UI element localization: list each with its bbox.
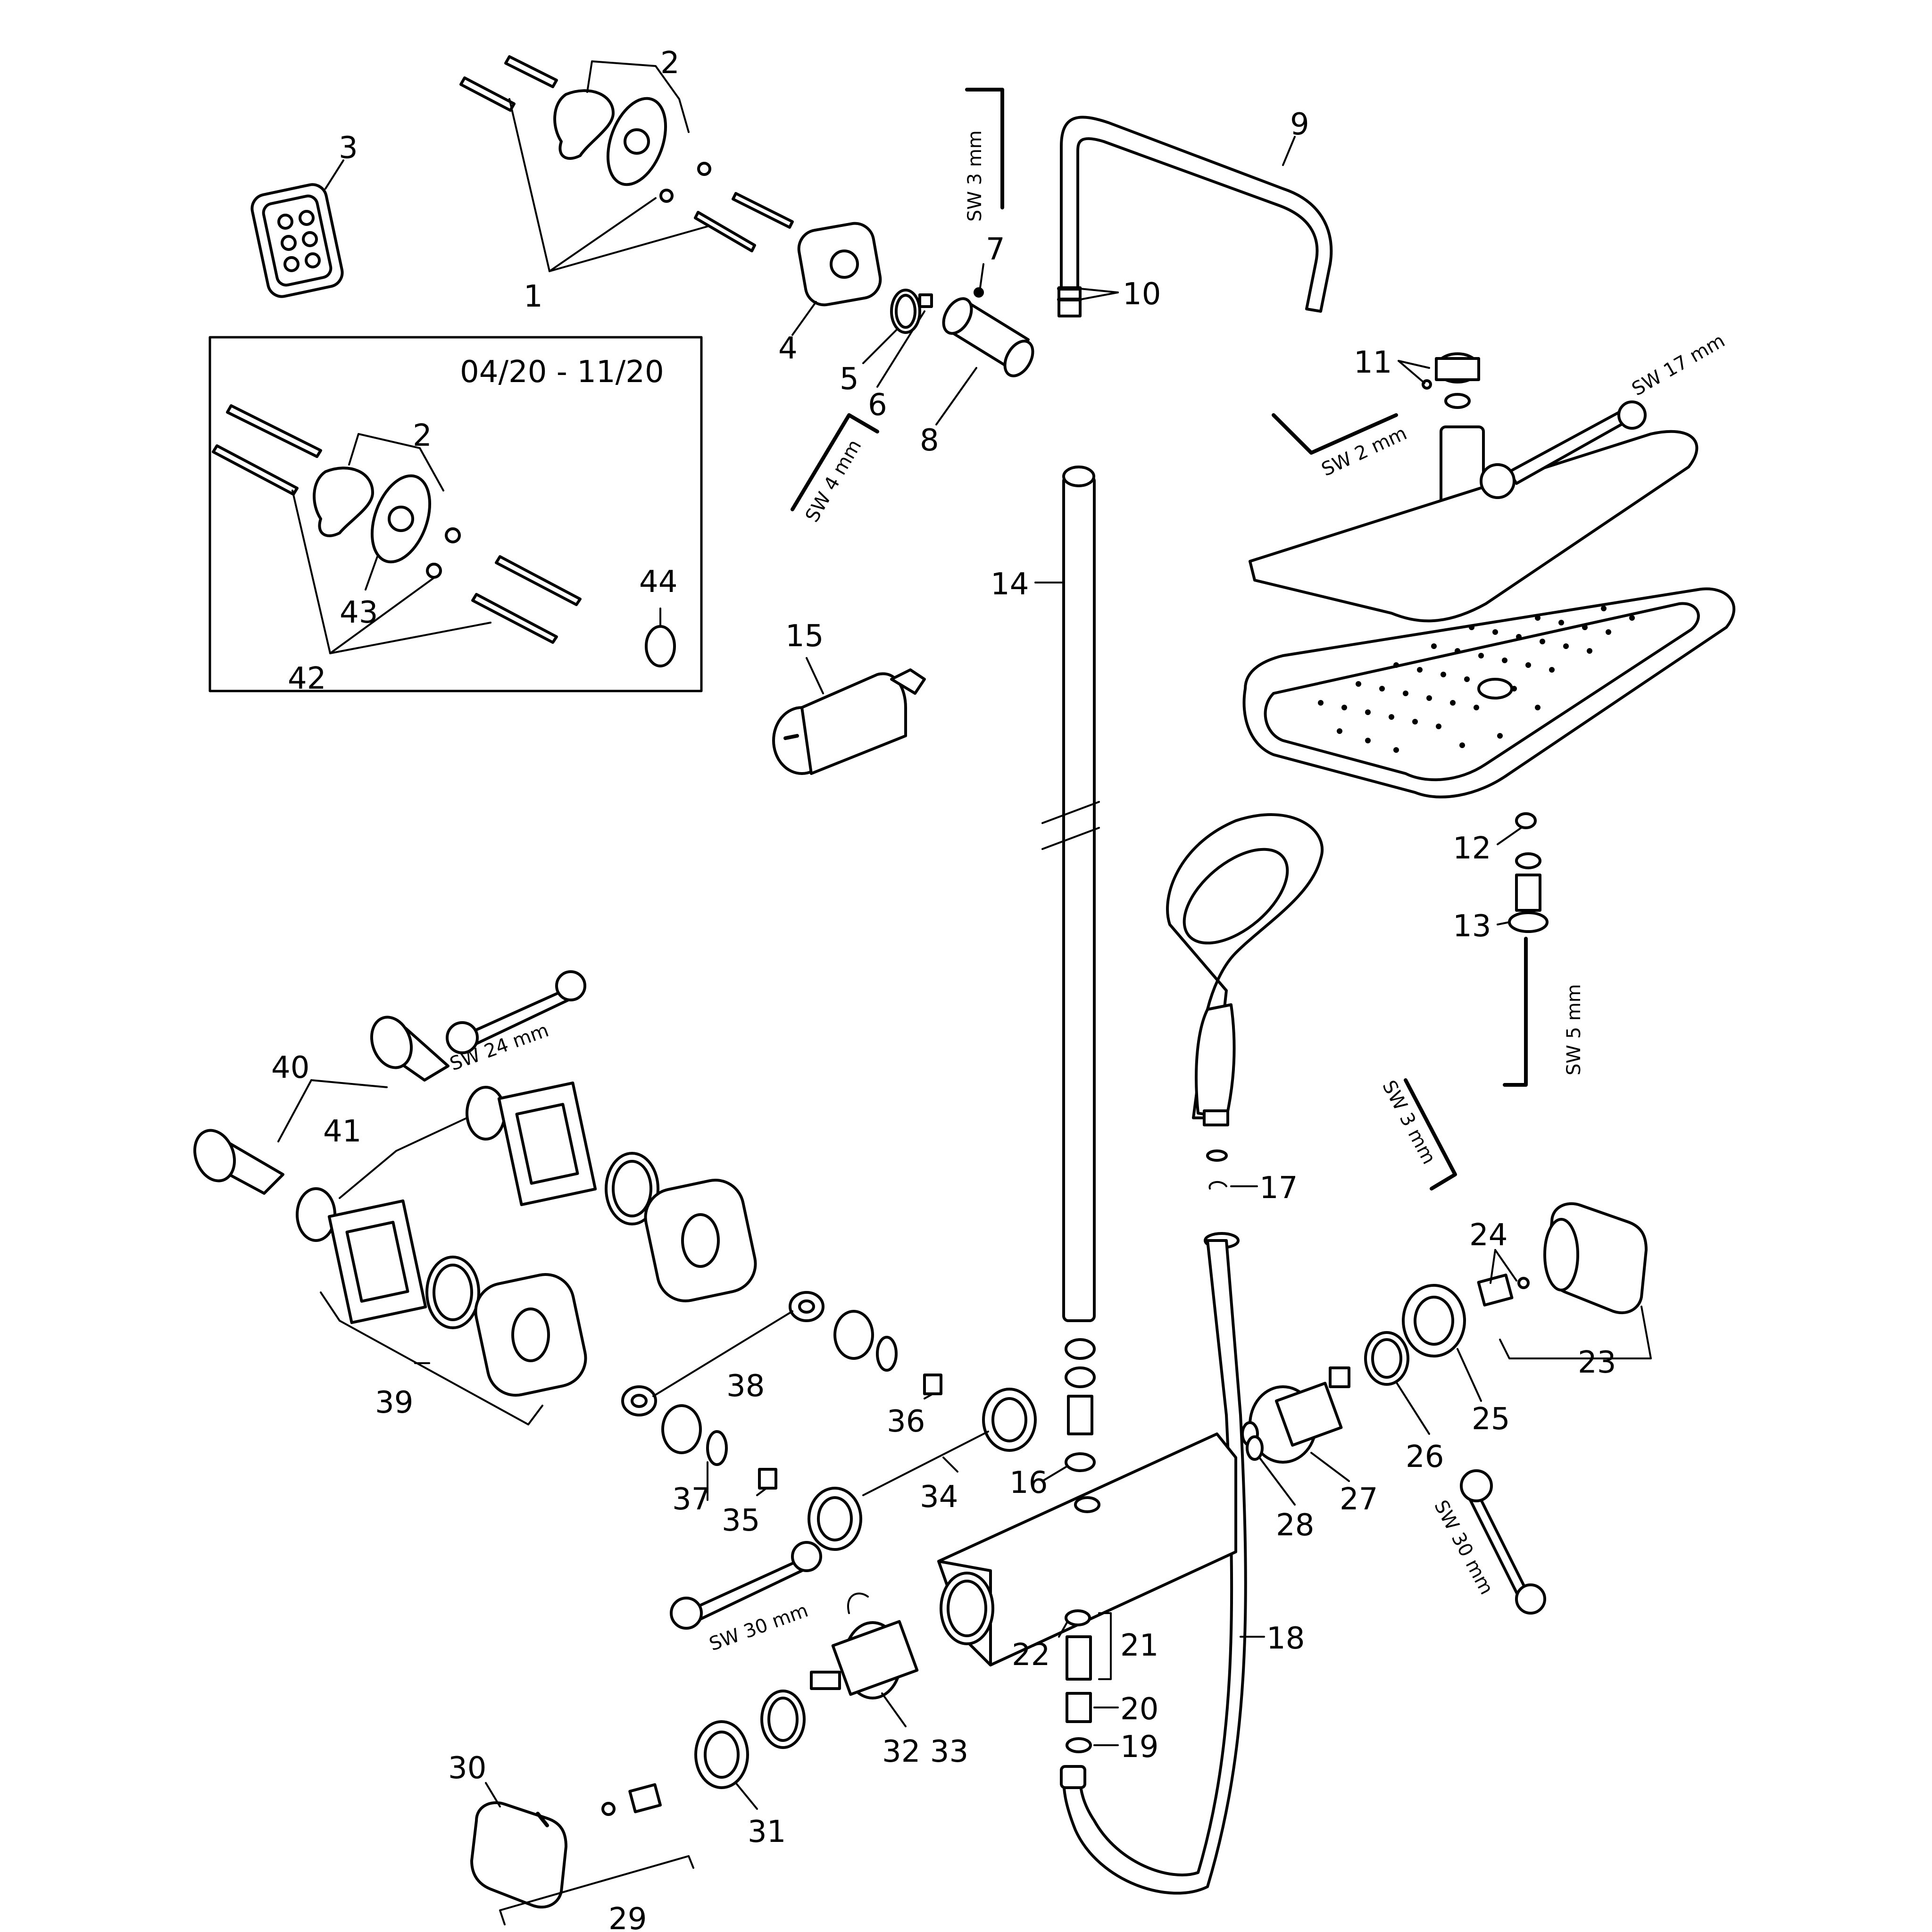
part-39-cover-sets — [327, 1081, 757, 1397]
label-10: 10 — [1123, 277, 1161, 312]
label-39: 39 — [375, 1385, 413, 1420]
tool-wrench-30mm-left: SW 30 mm — [670, 1541, 822, 1655]
inset-box: 04/20 - 11/20 — [208, 336, 703, 692]
tool-allen-5mm: SW 5 mm — [1503, 937, 1585, 1087]
label-4: 4 — [778, 331, 798, 366]
part-labels: 1 2 3 4 5 6 7 8 9 10 11 12 13 14 15 16 1… — [271, 46, 1616, 1932]
label-7: 7 — [986, 232, 1005, 267]
part-9-shower-arm — [1058, 116, 1333, 317]
label-40: 40 — [271, 1050, 309, 1085]
label-1: 1 — [524, 279, 543, 314]
part-3-soap-tray — [250, 183, 344, 298]
tool-wrench-30mm-right: SW 30 mm — [1430, 1469, 1546, 1615]
svg-text:SW 17 mm: SW 17 mm — [1628, 330, 1729, 400]
part-32-33-thermostatic-cartridge — [810, 1592, 919, 1699]
part-24-screw-insert — [1477, 1274, 1530, 1307]
label-17: 17 — [1259, 1171, 1298, 1206]
label-25: 25 — [1472, 1402, 1510, 1437]
inset-label: 04/20 - 11/20 — [460, 355, 664, 390]
part-15-handshower-holder — [772, 668, 926, 775]
overhead-shower-body — [1242, 393, 1736, 799]
label-16: 16 — [1009, 1466, 1048, 1500]
label-3: 3 — [339, 131, 358, 166]
label-30: 30 — [448, 1751, 486, 1786]
label-12: 12 — [1453, 831, 1491, 866]
label-37: 37 — [672, 1482, 710, 1517]
part-12-13-nozzle-parts — [1508, 812, 1549, 933]
part-7-grub-screw — [974, 287, 984, 298]
part-16-connection-set — [1065, 1338, 1096, 1472]
label-36: 36 — [887, 1404, 925, 1439]
part-14-riser-rail — [1041, 466, 1100, 1322]
label-15: 15 — [785, 619, 824, 654]
part-30-handle-cap — [470, 1801, 567, 1909]
label-14: 14 — [991, 567, 1029, 602]
label-11: 11 — [1354, 345, 1392, 380]
label-27: 27 — [1340, 1482, 1378, 1517]
label-18: 18 — [1266, 1621, 1305, 1656]
part-34-union-nuts — [808, 1388, 1037, 1551]
label-2: 2 — [660, 46, 680, 81]
part-25-stop-ring — [1402, 1284, 1466, 1357]
label-5: 5 — [840, 362, 859, 397]
label-20: 20 — [1120, 1692, 1158, 1727]
part-2-wall-plate — [553, 89, 667, 186]
label-6: 6 — [868, 388, 887, 423]
label-41: 41 — [323, 1114, 361, 1149]
tool-allen-4mm: SW 4 mm — [791, 413, 879, 526]
label-44: 44 — [639, 565, 677, 600]
part-38-filters — [621, 1291, 824, 1416]
part-6-screw — [918, 293, 933, 308]
label-2-inset: 2 — [413, 418, 432, 453]
label-23: 23 — [1578, 1345, 1616, 1380]
part-5-o-ring — [890, 289, 921, 334]
temperature-stop-ring — [760, 1690, 806, 1749]
thermostat-body — [937, 1432, 1237, 1666]
part-11-nut — [1422, 352, 1480, 390]
label-38: 38 — [726, 1369, 765, 1404]
part-18-shower-hose — [1060, 1232, 1247, 1895]
tool-allen-2mm: SW 2 mm — [1272, 413, 1410, 481]
svg-text:SW 3 mm: SW 3 mm — [1378, 1077, 1440, 1168]
part-40-s-unions — [193, 1016, 450, 1195]
label-21: 21 — [1120, 1628, 1158, 1663]
label-34: 34 — [920, 1480, 958, 1515]
part-1-screws-and-dowels — [459, 55, 794, 252]
label-42: 42 — [288, 661, 326, 696]
label-9: 9 — [1290, 107, 1309, 142]
part-28-o-rings — [1241, 1421, 1264, 1461]
label-13: 13 — [1453, 909, 1491, 944]
part-26-ring — [1364, 1331, 1409, 1386]
label-28: 28 — [1276, 1508, 1314, 1543]
label-43: 43 — [340, 595, 378, 630]
part-4-wall-cover — [797, 222, 882, 307]
part-8-support-sleeve — [942, 297, 1034, 377]
label-19: 19 — [1120, 1730, 1158, 1765]
label-31: 31 — [748, 1815, 786, 1849]
label-35: 35 — [722, 1503, 760, 1538]
svg-text:SW 5 mm: SW 5 mm — [1563, 984, 1585, 1075]
label-3233: 32 33 — [882, 1734, 968, 1769]
svg-text:SW 3 mm: SW 3 mm — [964, 130, 986, 222]
tool-wrench-24mm: SW 24 mm — [446, 970, 586, 1075]
label-24: 24 — [1469, 1218, 1507, 1253]
part-17-seals — [1206, 1149, 1228, 1190]
leader-lines — [277, 60, 1652, 1925]
tool-allen-3mm-top: SW 3 mm — [964, 88, 1004, 222]
handshower — [1166, 813, 1324, 1126]
label-22: 22 — [1012, 1638, 1050, 1673]
label-8: 8 — [920, 423, 939, 458]
part-31-stop-ring — [694, 1720, 749, 1789]
tool-allen-3mm-right: SW 3 mm — [1378, 1077, 1457, 1191]
label-29: 29 — [608, 1902, 647, 1932]
part-37-check-valves — [661, 1310, 898, 1466]
label-26: 26 — [1406, 1440, 1444, 1474]
part-10-o-rings — [1057, 287, 1082, 301]
part-19-22-outlet-parts — [1065, 1609, 1092, 1753]
part-27-diverter-cartridge — [1249, 1366, 1350, 1464]
part-23-handle-cap — [1543, 1202, 1648, 1315]
part-29-screw-set — [601, 1783, 662, 1816]
